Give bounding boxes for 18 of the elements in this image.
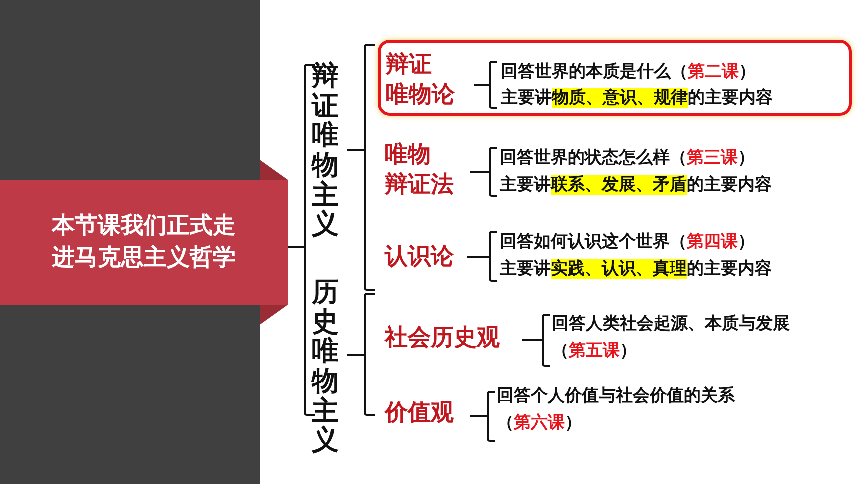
topic-heading: 唯物辩证法 <box>385 141 454 200</box>
vertical-heading: 辩证唯物主义 <box>312 62 339 240</box>
highlight-frame <box>378 40 852 116</box>
vertical-heading: 历史唯物主义 <box>312 278 339 456</box>
ribbon-banner <box>0 180 288 305</box>
description-text: 主要讲物质、意识、规律的主要内容 <box>501 87 773 110</box>
description-text: 回答世界的本质是什么（第二课） <box>501 61 756 84</box>
description-text: 回答人类社会起源、本质与发展（第五课） <box>552 313 791 363</box>
topic-heading: 价值观 <box>385 399 454 428</box>
description-text: 主要讲实践、认识、真理的主要内容 <box>500 258 772 281</box>
topic-heading: 社会历史观 <box>385 324 500 353</box>
topic-heading: 辩证唯物论 <box>386 51 455 110</box>
description-text: 主要讲联系、发展、矛盾的主要内容 <box>500 174 772 197</box>
description-text: 回答世界的状态怎么样（第三课） <box>500 147 755 170</box>
topic-heading: 认识论 <box>385 243 454 272</box>
banner-text: 本节课我们正式走进马克思主义哲学 <box>50 212 237 272</box>
description-text: 回答个人价值与社会价值的关系（第六课） <box>497 385 736 435</box>
description-text: 回答如何认识这个世界（第四课） <box>500 231 755 254</box>
